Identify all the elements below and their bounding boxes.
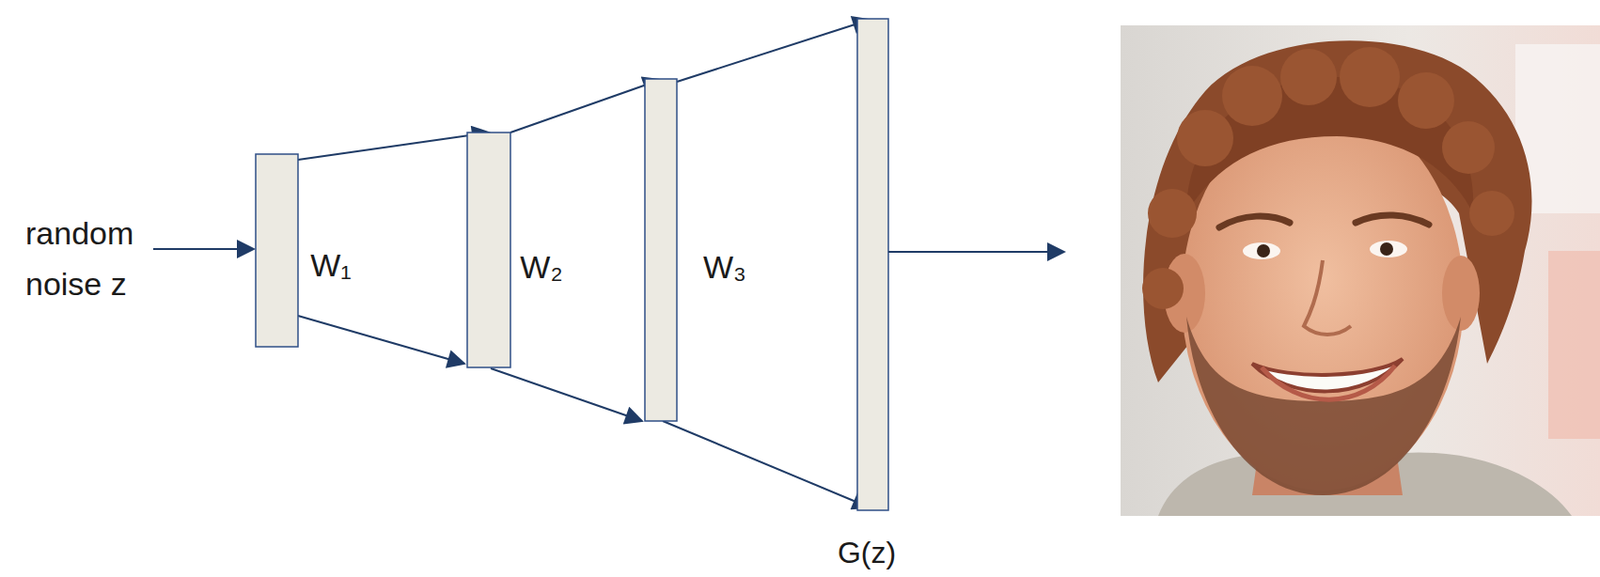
output-arrow [888, 250, 1065, 253]
weight-label: W₃ [703, 248, 747, 287]
layer-connectors [298, 19, 870, 508]
weight-label: W₂ [519, 248, 563, 287]
generated-face [1120, 25, 1600, 517]
output-label: G(z) [837, 534, 896, 571]
input-label: random noise z [25, 207, 134, 311]
weight-label: W₁ [310, 246, 352, 285]
input-arrow [153, 248, 254, 251]
layer-bars [255, 18, 889, 511]
